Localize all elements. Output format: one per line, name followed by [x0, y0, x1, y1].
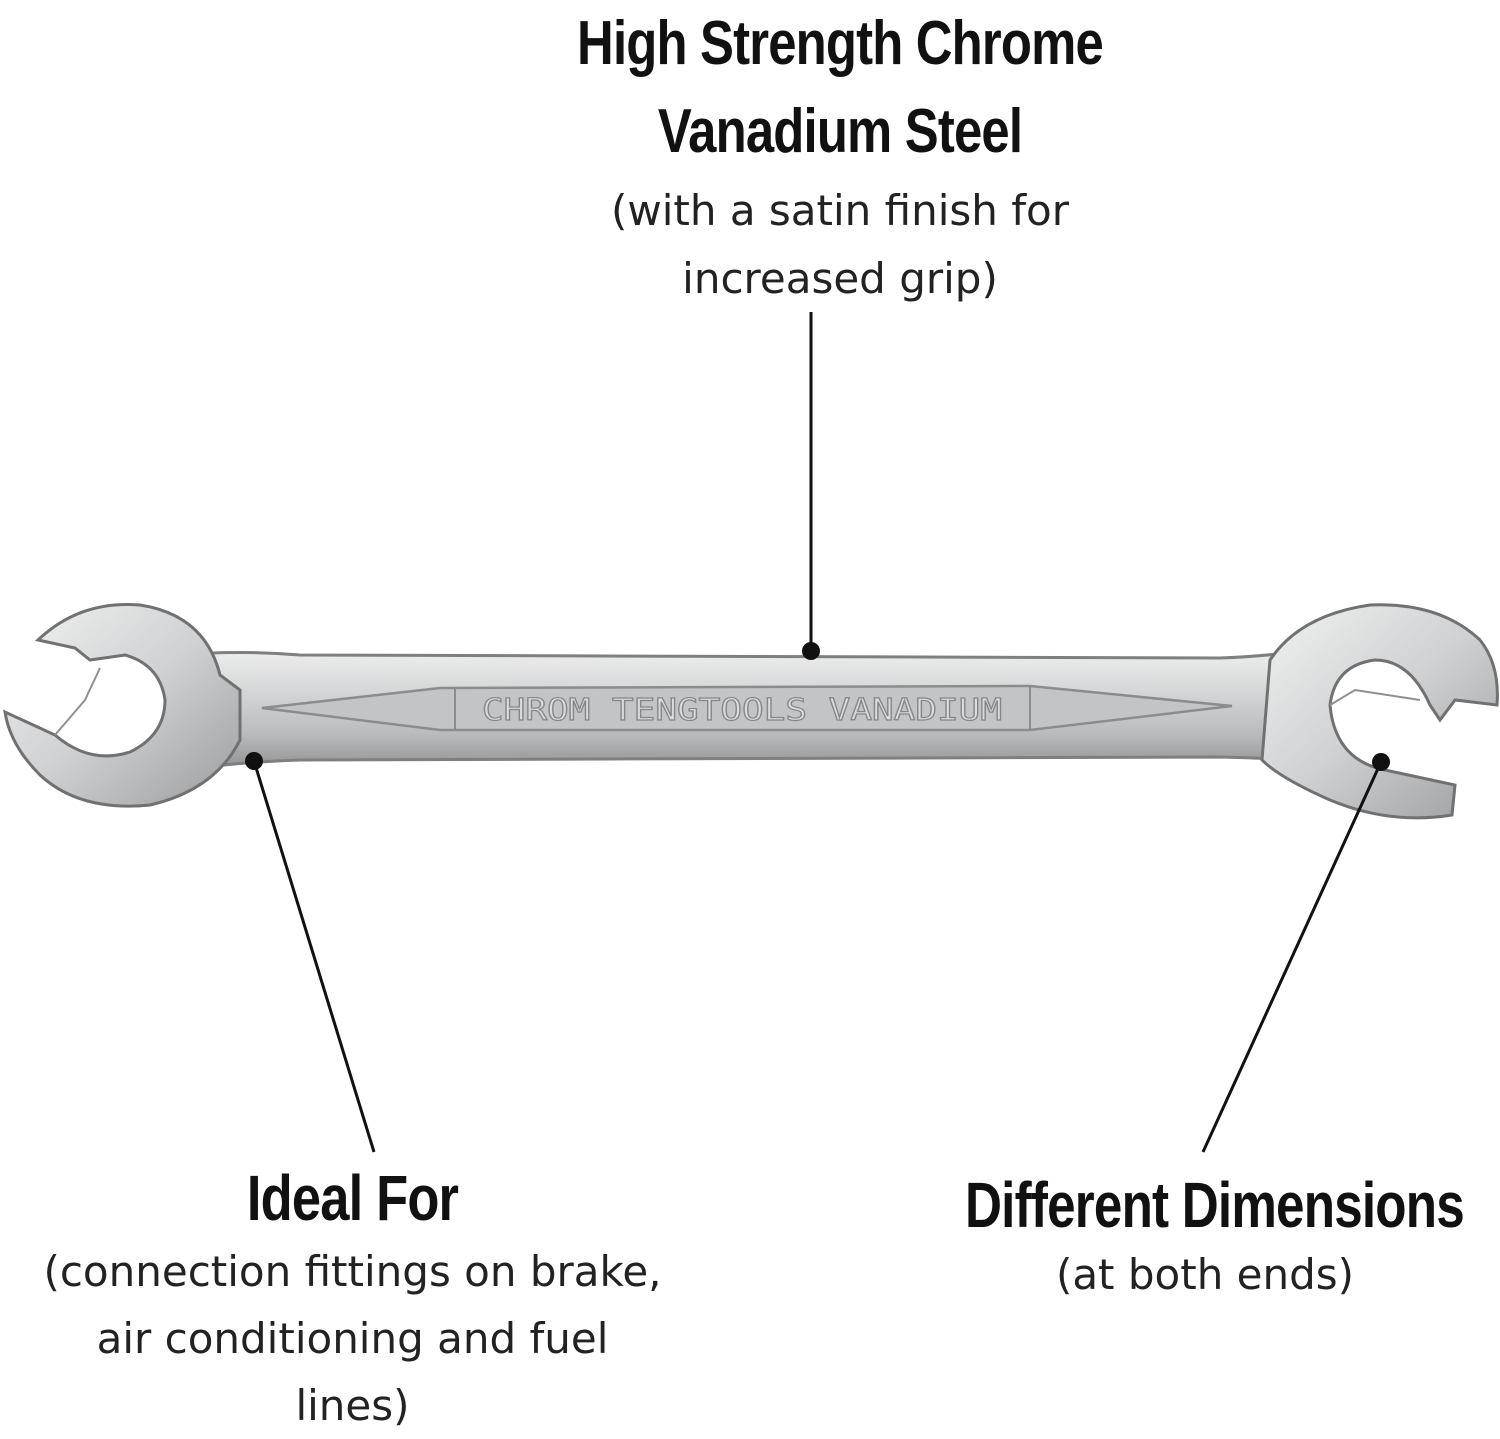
material-callout: High Strength Chrome Vanadium Steel (wit… — [490, 0, 1190, 312]
leader-line-usage — [252, 760, 376, 1153]
dimensions-title: Different Dimensions — [965, 1169, 1465, 1241]
leader-dot-material — [802, 642, 820, 660]
leader-lines — [245, 312, 1390, 1153]
leader-dot-usage — [245, 752, 263, 770]
leader-line-dimensions — [1201, 761, 1383, 1153]
wrench-handle: CHROM TENGTOOLS VANADIUM — [173, 648, 1312, 772]
usage-callout: Ideal For (connection fittings on brake,… — [0, 1158, 705, 1439]
material-detail-line2: increased grip) — [682, 254, 998, 303]
wrench-right-head — [1260, 603, 1499, 820]
material-title-line2: Vanadium Steel — [657, 97, 1023, 166]
usage-detail-line2: air conditioning and fuel — [96, 1314, 609, 1363]
wrench-stamp: CHROM TENGTOOLS VANADIUM — [482, 693, 1002, 728]
dimensions-callout: Different Dimensions (at both ends) — [905, 1165, 1500, 1305]
usage-detail-line3: lines) — [295, 1381, 410, 1430]
dimensions-detail: (at both ends) — [1055, 1250, 1355, 1299]
leader-dot-dimensions — [1372, 753, 1390, 771]
usage-detail-line1: (connection fittings on brake, — [43, 1247, 662, 1296]
material-detail-line1: (with a satin finish for — [610, 186, 1069, 235]
wrench-left-head — [3, 602, 242, 808]
usage-title: Ideal For — [246, 1162, 459, 1234]
material-title-line1: High Strength Chrome — [577, 9, 1104, 78]
